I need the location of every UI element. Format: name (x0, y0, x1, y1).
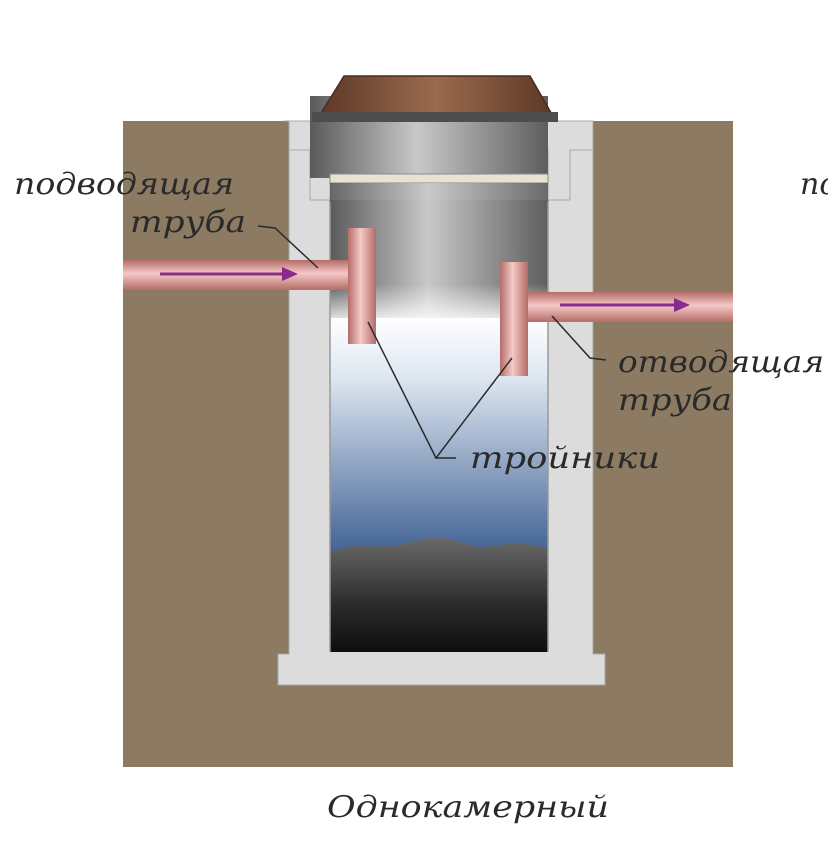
arrow-right-icon (560, 298, 690, 312)
leader-inlet (257, 225, 319, 269)
outlet-pipe (520, 292, 733, 322)
tees-label: тройники (470, 441, 660, 476)
outlet-label-line1: отводящая (618, 345, 824, 380)
outlet-tee (500, 262, 528, 376)
neck-ring (329, 173, 549, 184)
diagram-caption: Однокамерный (327, 790, 609, 825)
inlet-label-line1: подводящая (14, 167, 234, 202)
arrow-right-icon (160, 267, 298, 281)
leader-outlet (551, 315, 607, 361)
outlet-label-line2: труба (618, 383, 732, 418)
leader-tee-right (434, 357, 513, 459)
inlet-label-line2: труба (130, 205, 246, 240)
leader-tee-left (367, 321, 437, 459)
inlet-tee (348, 228, 376, 344)
sludge-layer (330, 537, 548, 652)
manhole-lid (316, 75, 556, 119)
inlet-label-cut: по (800, 167, 828, 202)
